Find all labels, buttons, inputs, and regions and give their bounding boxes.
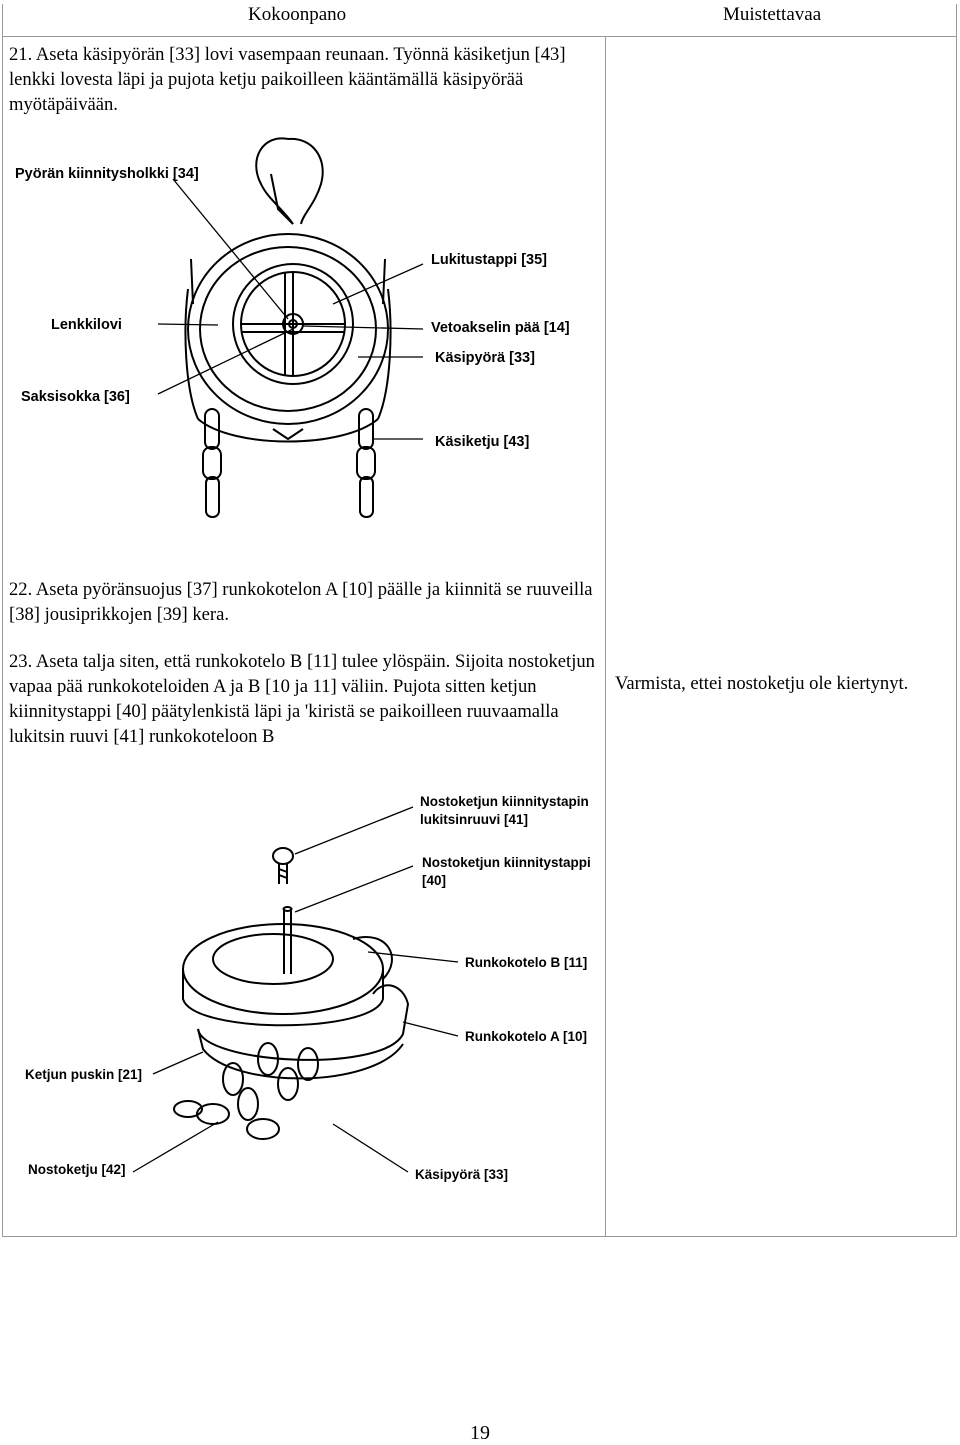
- figure-hand-wheel: Pyörän kiinnitysholkki [34] Lukitustappi…: [15, 137, 570, 518]
- page-number: 19: [470, 1422, 490, 1444]
- figure-load-chain: Nostoketjun kiinnitystapin lukitsinruuvi…: [25, 794, 591, 1182]
- label-load-chain: Nostoketju [42]: [28, 1162, 126, 1177]
- label-lock-screw-line1: Nostoketjun kiinnitystapin: [420, 794, 589, 809]
- label-lock-screw-line2: lukitsinruuvi [41]: [420, 812, 528, 827]
- housing-outer: [187, 233, 389, 425]
- label-notch: Lenkkilovi: [51, 317, 122, 333]
- label-hand-chain: Käsiketju [43]: [435, 434, 529, 450]
- label-attachment-pin-line2: [40]: [422, 873, 446, 888]
- label-lock-pin: Lukitustappi [35]: [431, 252, 547, 268]
- attachment-pin-shape: [282, 906, 293, 974]
- label-cotter-pin: Saksisokka [36]: [21, 389, 130, 405]
- column-header-notes: Muistettavaa: [723, 4, 822, 25]
- hand-wheel-shape: [232, 263, 354, 385]
- load-chain-shape: [173, 1042, 319, 1140]
- hand-chain-right: [356, 408, 376, 518]
- hook-shape: [255, 137, 324, 225]
- lock-screw-shape: [272, 847, 294, 884]
- label-hand-wheel-2: Käsipyörä [33]: [415, 1167, 508, 1182]
- instruction-table: Kokoonpano Muistettavaa 21. Aseta käsipy…: [2, 4, 957, 1237]
- hand-chain-left: [202, 408, 222, 518]
- label-body-a: Runkokotelo A [10]: [465, 1029, 587, 1044]
- label-shaft-end: Vetoakselin pää [14]: [431, 320, 570, 336]
- step-22-text: 22. Aseta pyöränsuojus [37] runkokotelon…: [9, 579, 593, 625]
- label-sleeve: Pyörän kiinnitysholkki [34]: [15, 166, 199, 182]
- label-attachment-pin-line1: Nostoketjun kiinnitystappi: [422, 855, 591, 870]
- header-divider: [3, 36, 956, 37]
- label-body-b: Runkokotelo B [11]: [465, 955, 587, 970]
- label-chain-stripper: Ketjun puskin [21]: [25, 1067, 142, 1082]
- column-header-assembly: Kokoonpano: [248, 4, 347, 25]
- step-21-text: 21. Aseta käsipyörän [33] lovi vasempaan…: [9, 44, 566, 115]
- column-divider: [605, 36, 606, 1236]
- step-23-text: 23. Aseta talja siten, että runkokotelo …: [9, 651, 595, 747]
- note-step-23: Varmista, ettei nostoketju ole kiertynyt…: [615, 673, 909, 694]
- label-hand-wheel: Käsipyörä [33]: [435, 350, 535, 366]
- body-a-shape: [197, 984, 410, 1080]
- body-b-shape: [182, 923, 393, 1027]
